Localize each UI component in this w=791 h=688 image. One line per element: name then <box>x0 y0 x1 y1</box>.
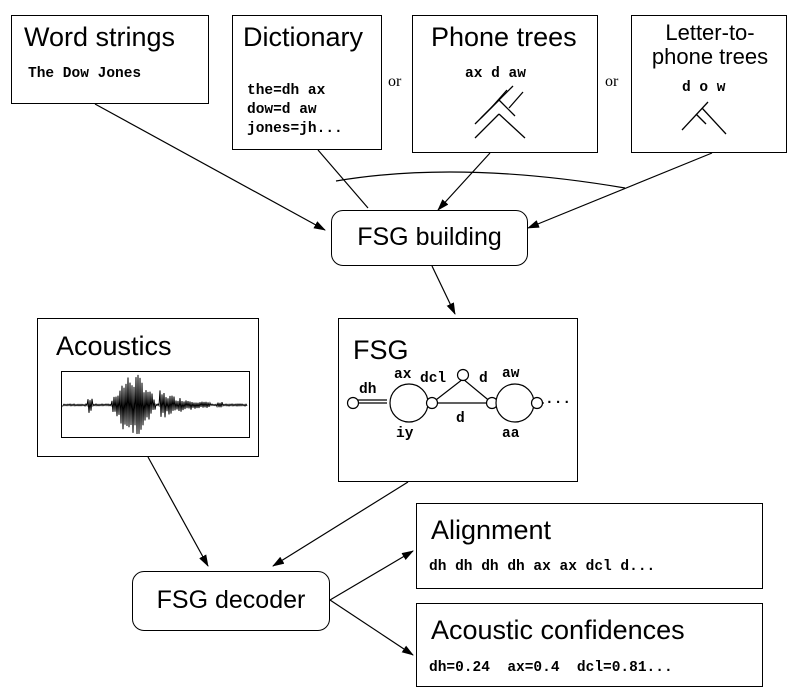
fsg-arc-iy: iy <box>396 426 414 442</box>
arrow-phonetrees-to-fsgbuilding <box>437 152 491 211</box>
arrow-acoustics-to-decoder <box>147 456 209 567</box>
fsg-building-label: FSG building <box>357 223 502 251</box>
confidences-box: Acoustic confidences dh=0.24 ax=0.4 dcl=… <box>416 603 763 687</box>
letter-trees-title-line2: phone trees <box>651 44 769 69</box>
or-label-1: or <box>388 73 402 90</box>
dictionary-line-1: the=dh ax <box>247 83 326 99</box>
fsg-arc-aa: aa <box>502 426 520 442</box>
arrow-fsg-to-decoder <box>272 481 409 567</box>
fsg-decoder-label: FSG decoder <box>156 586 306 614</box>
phone-trees-text: ax d aw <box>465 66 526 82</box>
confidences-text: dh=0.24 ax=0.4 dcl=0.81... <box>429 660 673 676</box>
letter-trees-text: d o w <box>682 80 726 96</box>
alignment-title: Alignment <box>431 515 552 545</box>
fsg-arc-d-top: d <box>479 371 488 387</box>
line-dictionary-to-fsgbuilding <box>317 149 369 209</box>
word-strings-text: The Dow Jones <box>28 66 142 82</box>
dictionary-title: Dictionary <box>243 22 364 52</box>
confidences-title: Acoustic confidences <box>431 615 685 645</box>
or-label-2: or <box>605 73 619 90</box>
acoustics-box: Acoustics <box>37 318 259 457</box>
fsg-box: FSG dh ax dcl d aw iy d aa ... <box>338 318 578 482</box>
fsg-arc-dcl: dcl <box>420 371 447 387</box>
waveform-icon <box>61 371 250 438</box>
fsg-title: FSG <box>353 335 409 365</box>
phone-trees-title: Phone trees <box>431 22 577 52</box>
phone-trees-box: Phone trees ax d aw <box>412 15 598 153</box>
fsg-ellipsis: ... <box>545 392 572 408</box>
fsg-arc-ax: ax <box>394 367 412 383</box>
dictionary-line-3: jones=jh... <box>247 121 343 137</box>
fsg-arc-d-bottom: d <box>456 411 465 427</box>
arrow-wordstrings-to-fsgbuilding <box>94 103 326 231</box>
dictionary-box: Dictionary the=dh ax dow=d aw jones=jh..… <box>232 15 382 150</box>
fsg-building-box: FSG building <box>331 210 528 266</box>
arrow-decoder-to-alignment <box>329 550 414 601</box>
arrow-fsgbuilding-to-fsg <box>431 265 456 315</box>
phone-tree-icon <box>474 85 526 139</box>
fsg-arc-dh: dh <box>359 382 377 398</box>
fsg-decoder-box: FSG decoder <box>132 571 330 631</box>
acoustics-title: Acoustics <box>56 331 172 361</box>
fsg-arc-aw: aw <box>502 366 520 382</box>
fsg-graph-icon <box>346 368 544 423</box>
word-strings-title: Word strings <box>24 22 176 52</box>
word-strings-box: Word strings The Dow Jones <box>11 15 209 104</box>
merge-arc <box>335 171 626 189</box>
arrow-lettertrees-to-fsgbuilding <box>527 152 713 229</box>
letter-trees-box: Letter-to- phone trees d o w <box>631 15 787 153</box>
alignment-box: Alignment dh dh dh dh ax ax dcl d... <box>416 503 763 589</box>
letter-tree-icon <box>681 101 727 135</box>
arrow-decoder-to-confidences <box>329 599 414 656</box>
letter-trees-title-line1: Letter-to- <box>665 20 755 45</box>
dictionary-line-2: dow=d aw <box>247 102 317 118</box>
alignment-text: dh dh dh dh ax ax dcl d... <box>429 559 656 575</box>
